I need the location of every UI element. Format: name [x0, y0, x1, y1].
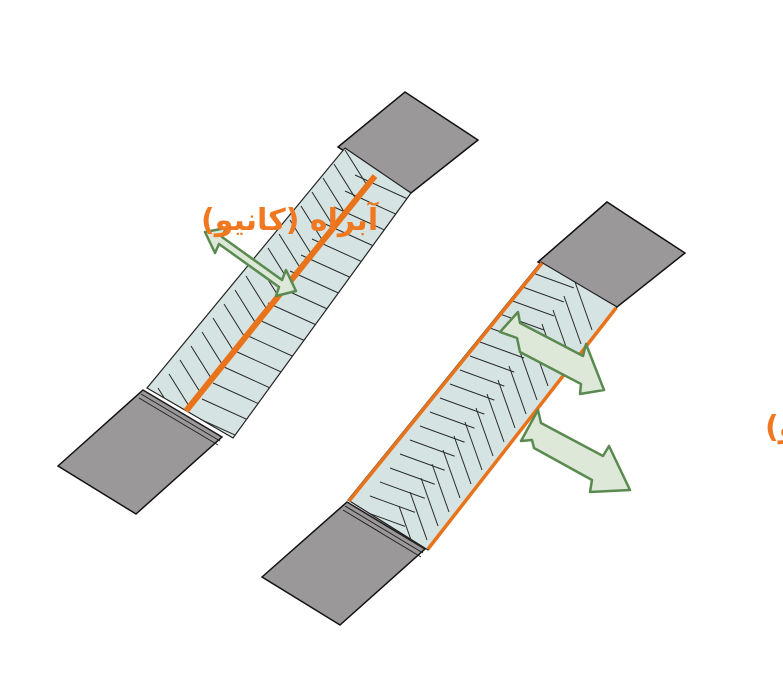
- right-joint-band: [342, 501, 426, 558]
- left-flow-arrow: [203, 226, 298, 298]
- right-lower-flow-arrow: [519, 408, 632, 494]
- right-channel-body: [347, 261, 618, 551]
- right-upper-flow-arrow: [498, 310, 606, 396]
- left-canal-assembly: [56, 91, 480, 515]
- left-joint-band: [138, 389, 223, 446]
- right-left-gutter: [347, 261, 544, 503]
- right-canal-label: آبراه (کانیو): [765, 408, 783, 445]
- right-canal-assembly: [260, 201, 687, 626]
- left-canal-label: آبراه (کانیو): [201, 201, 379, 238]
